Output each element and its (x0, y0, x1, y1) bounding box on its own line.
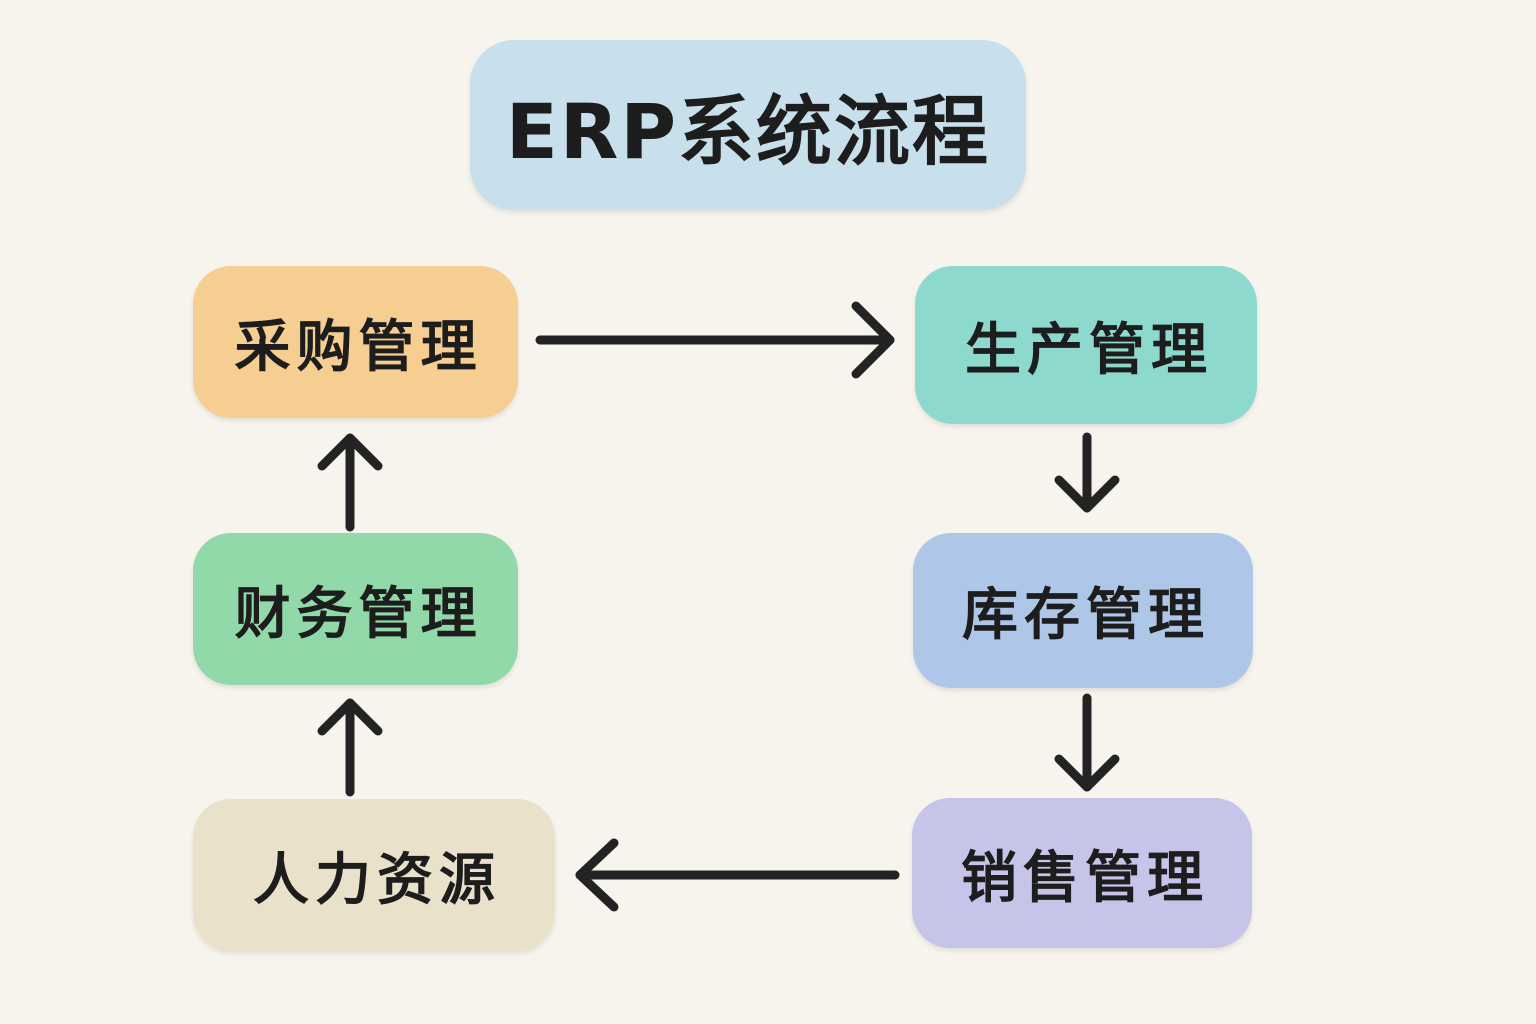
arrow-sales-to-hr-icon (575, 838, 900, 912)
node-production-management: 生产管理 (915, 266, 1257, 424)
arrow-production-to-inventory-icon (1054, 432, 1120, 513)
arrow-finance-to-purchase-icon (317, 433, 383, 532)
node-finance-label: 财务管理 (234, 581, 483, 647)
arrow-purchase-to-production-icon (535, 301, 895, 379)
node-purchase-label: 采购管理 (234, 314, 483, 380)
node-sales-management: 销售管理 (912, 798, 1252, 948)
arrow-hr-to-finance-icon (317, 698, 383, 797)
node-sales-label: 销售管理 (961, 845, 1209, 911)
arrow-inventory-to-sales-icon (1054, 693, 1120, 792)
node-finance-management: 财务管理 (193, 533, 518, 685)
node-production-label: 生产管理 (965, 317, 1213, 383)
node-inventory-management: 库存管理 (913, 533, 1253, 688)
diagram-title-label: ERP系统流程 (505, 87, 991, 176)
node-human-resources: 人力资源 (193, 799, 555, 951)
diagram-title: ERP系统流程 (470, 40, 1026, 210)
node-inventory-label: 库存管理 (962, 583, 1210, 648)
node-purchase-management: 采购管理 (193, 266, 518, 418)
node-hr-label: 人力资源 (253, 847, 501, 913)
